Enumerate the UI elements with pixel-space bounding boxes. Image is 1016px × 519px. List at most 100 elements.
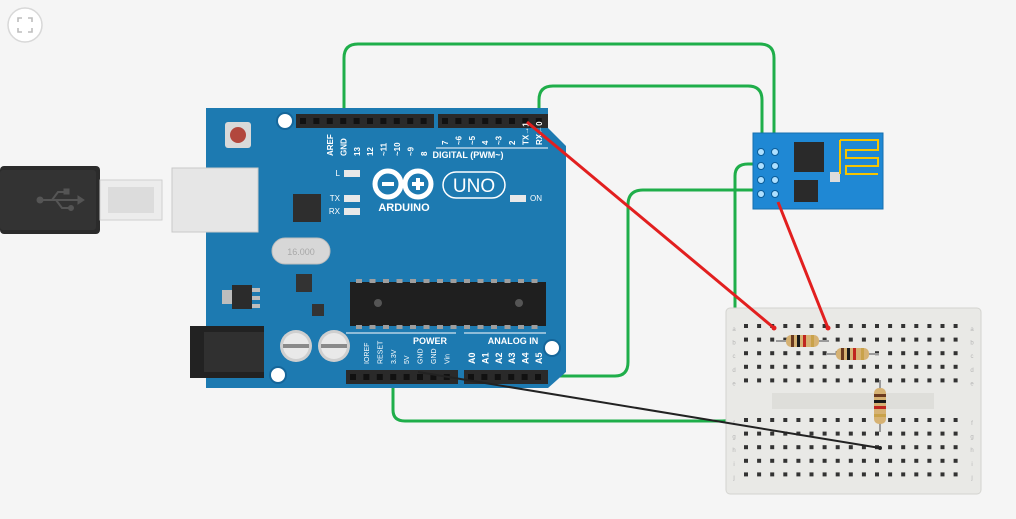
antenna-icon [839,139,879,175]
svg-text:TX: TX [330,194,341,203]
breadboard-row-label: j [970,475,972,481]
led-tx: TX [330,194,360,203]
capacitor [280,330,312,362]
resistor[interactable] [776,335,829,347]
breadboard-row-label: i [733,462,734,468]
svg-text:L: L [336,169,341,178]
breadboard-row-label: e [970,381,974,387]
crystal-oscillator: 16.000 [271,237,331,265]
breadboard-row-label: i [971,462,972,468]
fullscreen-icon [17,17,33,33]
breadboard-row-label: b [732,341,736,347]
usb-icon [36,188,85,211]
pin-label: ~5 [468,135,477,145]
breadboard-row-label: a [970,327,974,333]
breadboard-row-label: j [732,475,734,481]
pin-label: A4 [521,352,531,364]
breadboard-row-label: d [970,368,973,374]
pin-label: ~3 [495,135,504,145]
svg-text:RX: RX [329,207,341,216]
pin-label: GND [339,138,348,156]
analog-label: ANALOG IN [488,336,539,346]
atmega-chip [350,279,546,329]
pin-label: A5 [534,352,544,364]
uno-badge: UNO [442,171,506,199]
esp-flash-chip [794,180,818,202]
pin-label: ~10 [393,142,402,156]
breadboard-row-label: g [732,435,735,441]
resistor[interactable] [874,380,886,432]
breadboard-row-label: f [971,421,973,427]
capacitor [318,330,350,362]
wire-tx-to-resistor[interactable] [526,120,775,330]
breadboard-row-label: d [732,368,735,374]
wire-vin-to-esp[interactable] [465,188,762,378]
pin-label: GND [431,348,438,364]
mounting-hole [543,339,561,357]
regulator [232,285,252,309]
svg-text:16.000: 16.000 [287,247,315,257]
esp-chip [794,142,824,172]
led-l: L [336,169,360,178]
pin-label: ~11 [380,142,389,156]
breadboard-row-label: b [970,341,974,347]
pin-label: A2 [494,352,504,364]
pin-label: IOREF [364,343,371,364]
header-digital-high[interactable] [296,114,434,128]
pin-label: A3 [507,352,517,364]
wires-red[interactable] [526,120,830,330]
pin-label: Vin [444,354,451,364]
pin-label: AREF [326,134,335,156]
wire-gnd-to-esp[interactable] [342,42,776,140]
breadboard-row-label: g [970,435,973,441]
svg-text:ON: ON [530,194,542,203]
digital-label: DIGITAL (PWM~) [433,150,504,160]
resistor[interactable] [826,348,879,360]
pin-label: A0 [467,352,477,364]
breadboard-row-label: h [970,448,973,454]
pin-label: 13 [353,147,362,156]
pin-label: 4 [481,140,490,145]
breadboard-row-label: c [971,354,974,360]
pin-label: ~9 [406,146,415,156]
pin-label: 2 [508,140,517,145]
usb-port [171,167,259,233]
pin-label: RESET [377,340,384,364]
mounting-hole [269,366,287,384]
pin-label: 12 [366,147,375,156]
header-power[interactable] [346,370,458,384]
header-analog[interactable] [464,370,548,384]
fullscreen-button[interactable] [7,7,43,43]
pin-label: TX→1 [521,122,530,145]
wire-rx-to-esp[interactable] [537,84,764,140]
usb-cable[interactable] [0,166,163,234]
led-rx: RX [329,207,360,216]
led-on: ON [510,194,542,203]
breadboard-row-label: c [733,354,736,360]
pin-label: 3.3V [391,349,398,364]
wires-green[interactable] [342,42,776,423]
pin-label: ~6 [454,135,463,145]
arduino-logo: ARDUINO [372,168,434,214]
wire-esp-to-resistor[interactable] [776,201,830,329]
usb-controller-chip [293,194,321,222]
chip [296,274,312,292]
power-label: POWER [413,336,448,346]
arduino-logo-text: ARDUINO [378,202,430,214]
breadboard-row-label: a [732,327,736,333]
esp8266-module[interactable] [752,132,884,210]
svg-text:UNO: UNO [453,176,495,197]
header-digital-low[interactable] [438,114,548,128]
mounting-hole [276,112,294,130]
breadboard-row-label: e [732,381,736,387]
arduino-uno-board[interactable]: 16.000 L TX RX ON [171,108,566,388]
breadboard-row-label: h [732,448,735,454]
wire-gnd-black[interactable] [417,371,881,449]
pin-label: A1 [480,352,490,364]
pin-label: 7 [441,140,450,145]
pin-label: GND [418,348,425,364]
pin-label: 5V [404,355,411,364]
